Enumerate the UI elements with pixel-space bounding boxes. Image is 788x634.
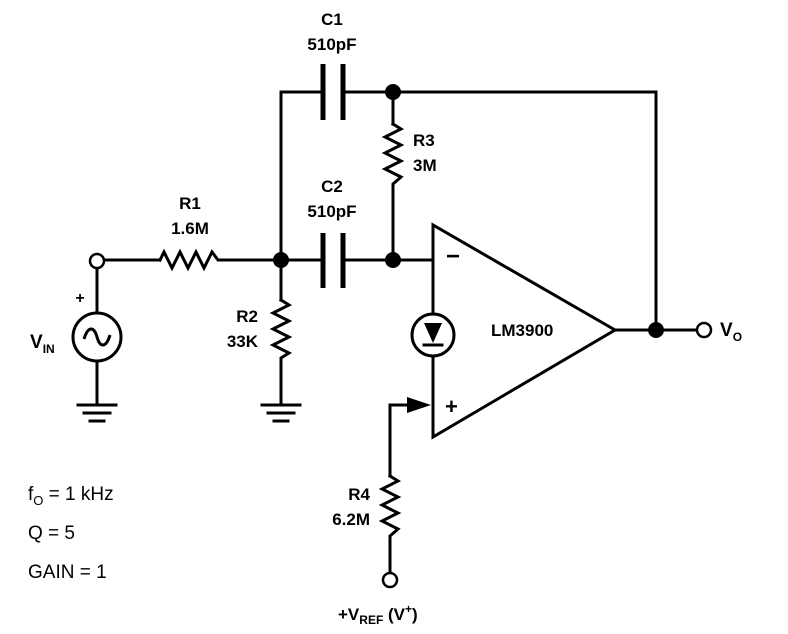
- vref-label-sup: +: [405, 602, 412, 616]
- opamp-label: LM3900: [491, 321, 553, 340]
- r1-name: R1: [179, 194, 201, 213]
- vin-label-main: V: [30, 332, 43, 353]
- vo-label-main: V: [720, 320, 733, 341]
- vref-label-open: (V: [383, 605, 405, 624]
- junction-dot: [385, 84, 401, 100]
- spec-fo-rest: = 1 kHz: [43, 484, 113, 505]
- r2-name: R2: [236, 307, 258, 326]
- wire-plus-r4: [388, 403, 422, 478]
- opamp-minus-sign: −: [446, 243, 460, 270]
- current-source-arrow-icon: [424, 323, 442, 343]
- vref-label: +VREF (V+): [338, 602, 418, 627]
- spec-fo-main: f: [28, 484, 34, 505]
- vref-terminal: [381, 571, 399, 589]
- spec-gain: GAIN = 1: [28, 562, 107, 583]
- junctions: [273, 84, 664, 338]
- junction-dot: [648, 322, 664, 338]
- spec-fo: fO = 1 kHz: [28, 484, 114, 508]
- sine-wave-icon: [82, 327, 112, 347]
- wire-feedback: [391, 90, 658, 332]
- resistor-r2: [269, 297, 293, 362]
- vin-polarity-plus: +: [75, 290, 84, 307]
- ground-source: [76, 403, 118, 423]
- r4-name: R4: [348, 485, 370, 504]
- opamp-lm3900: − + LM3900: [407, 222, 618, 440]
- spec-q: Q = 5: [28, 523, 75, 544]
- capacitor-c1: [320, 64, 346, 120]
- vin-label-sub: IN: [43, 342, 55, 356]
- r3-value: 3M: [413, 156, 437, 175]
- c1-value: 510pF: [307, 35, 356, 54]
- r3-name: R3: [413, 131, 435, 150]
- c2-name: C2: [321, 177, 343, 196]
- c2-value: 510pF: [307, 202, 356, 221]
- capacitor-c2: [320, 233, 346, 288]
- resistor-r3: [381, 121, 405, 190]
- vo-label-sub: O: [733, 330, 742, 344]
- vref-label-close: ): [412, 605, 418, 624]
- opamp-plus-sign: +: [445, 394, 458, 419]
- vref-label-prefix: +V: [338, 605, 360, 624]
- ground-r2: [260, 403, 302, 423]
- vin-label: VIN: [30, 332, 55, 356]
- c1-name: C1: [321, 10, 343, 29]
- wire-node-a-c1: [279, 90, 322, 262]
- vin-terminal: [88, 252, 106, 270]
- resistor-r4: [378, 473, 402, 542]
- junction-dot: [385, 252, 401, 268]
- r1-value: 1.6M: [171, 219, 209, 238]
- r2-value: 33K: [227, 332, 259, 351]
- vref-label-sub: REF: [359, 613, 383, 627]
- r4-value: 6.2M: [332, 510, 370, 529]
- resistor-r1: [157, 248, 224, 272]
- vo-label: VO: [720, 320, 742, 344]
- vo-terminal: [695, 321, 713, 339]
- plus-input-arrow-icon: [407, 397, 431, 413]
- ac-source: [71, 311, 123, 363]
- junction-dot: [273, 252, 289, 268]
- spec-fo-sub: O: [33, 493, 43, 508]
